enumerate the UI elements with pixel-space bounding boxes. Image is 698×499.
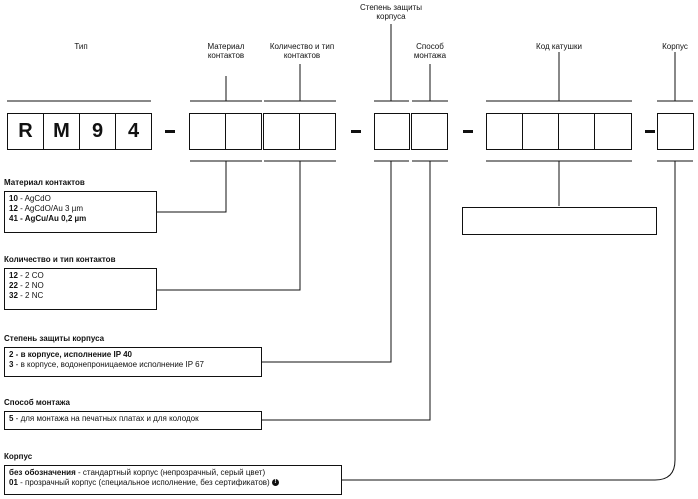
mount-title: Способ монтажа — [4, 398, 71, 407]
dash-separator — [165, 130, 175, 133]
count-option-22: 22 - 2 NO — [9, 281, 44, 290]
coil-cell — [558, 113, 595, 150]
material-option-12: 12 - AgCdO/Au 3 µm — [9, 204, 83, 213]
material-option-41: 41 - AgCu/Au 0,2 µm — [9, 214, 87, 223]
coil-code-box — [462, 207, 657, 235]
protection-option-2: 2 - в корпусе, исполнение IP 40 — [9, 350, 133, 359]
header-coil: Код катушки — [536, 42, 582, 51]
dash-separator — [351, 130, 361, 133]
housing-option-01: 01 - прозрачный корпус (специальное испо… — [9, 478, 337, 488]
count-option-12: 12 - 2 CO — [9, 271, 44, 280]
material-cell — [225, 113, 262, 150]
info-icon: ! — [271, 479, 279, 487]
code-digit-9: 9 — [79, 113, 116, 150]
material-title: Материал контактов — [4, 178, 85, 187]
dash-separator — [463, 130, 473, 133]
count-cell — [263, 113, 300, 150]
protection-option-3: 3 - в корпусе, водонепроницаемое исполне… — [9, 360, 204, 369]
coil-cell — [522, 113, 559, 150]
protection-cell — [374, 113, 410, 150]
housing-option-standard: без обозначения - стандартный корпус (не… — [9, 468, 266, 477]
mount-options-box: 5 - для монтажа на печатных платах и для… — [4, 411, 262, 430]
code-letter-m: M — [43, 113, 80, 150]
mount-option-5: 5 - для монтажа на печатных платах и для… — [9, 414, 199, 423]
count-options-box: 12 - 2 CO 22 - 2 NO 32 - 2 NC — [4, 268, 157, 310]
housing-options-box: без обозначения - стандартный корпус (не… — [4, 465, 342, 495]
material-options-box: 10 - AgCdO 12 - AgCdO/Au 3 µm 41 - AgCu/… — [4, 191, 157, 233]
code-letter-r: R — [7, 113, 44, 150]
housing-cell — [657, 113, 694, 150]
code-digit-4: 4 — [115, 113, 152, 150]
coil-cell — [594, 113, 632, 150]
count-title: Количество и тип контактов — [4, 255, 116, 264]
coil-cell — [486, 113, 523, 150]
protection-options-box: 2 - в корпусе, исполнение IP 40 3 - в ко… — [4, 347, 262, 377]
header-housing: Корпус — [662, 42, 688, 51]
mount-cell — [411, 113, 448, 150]
protection-title: Степень защиты корпуса — [4, 334, 105, 343]
material-cell — [189, 113, 226, 150]
count-option-32: 32 - 2 NC — [9, 291, 44, 300]
dash-separator — [645, 130, 655, 133]
header-type: Тип — [74, 42, 88, 51]
housing-title: Корпус — [4, 452, 33, 461]
material-option-10: 10 - AgCdO — [9, 194, 51, 203]
count-cell — [299, 113, 336, 150]
